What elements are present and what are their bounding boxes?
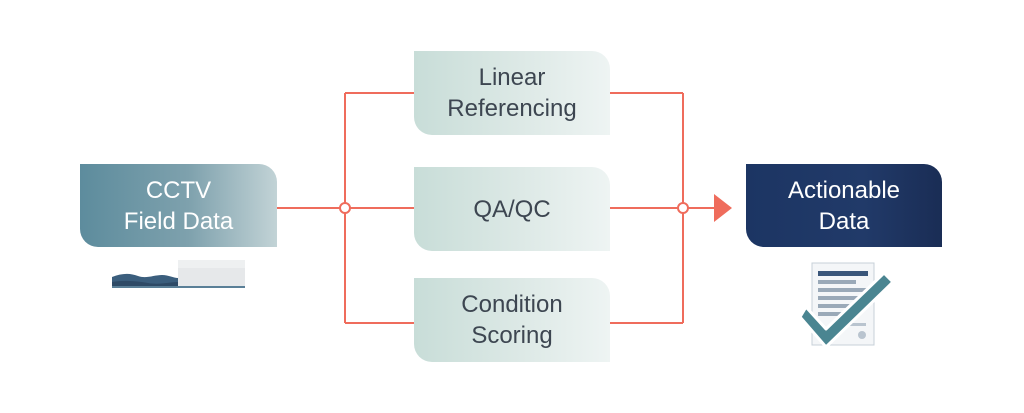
source-label-line2: Field Data xyxy=(123,207,234,235)
merge-node xyxy=(677,202,689,214)
checked-document-icon xyxy=(800,262,895,349)
qaqc-box: QA/QC xyxy=(414,167,610,251)
cctv-field-data-box: CCTV Field Data xyxy=(80,164,277,247)
process-label-line1: Linear xyxy=(478,64,546,91)
condition-scoring-box: Condition Scoring xyxy=(414,278,610,362)
actionable-data-box: Actionable Data xyxy=(746,164,942,247)
process-label-line2: Referencing xyxy=(447,95,577,122)
output-label-line1: Actionable xyxy=(787,176,901,204)
arrowhead-icon xyxy=(714,194,732,222)
process-label-line2: Scoring xyxy=(471,322,553,349)
process-label-line1: QA/QC xyxy=(473,195,551,223)
process-label-line1: Condition xyxy=(461,291,563,318)
split-node xyxy=(339,202,351,214)
linear-referencing-box: Linear Referencing xyxy=(414,51,610,135)
source-label-line1: CCTV xyxy=(145,176,212,204)
pipe-footage-thumbnail xyxy=(112,260,245,288)
output-label-line2: Data xyxy=(818,207,870,235)
